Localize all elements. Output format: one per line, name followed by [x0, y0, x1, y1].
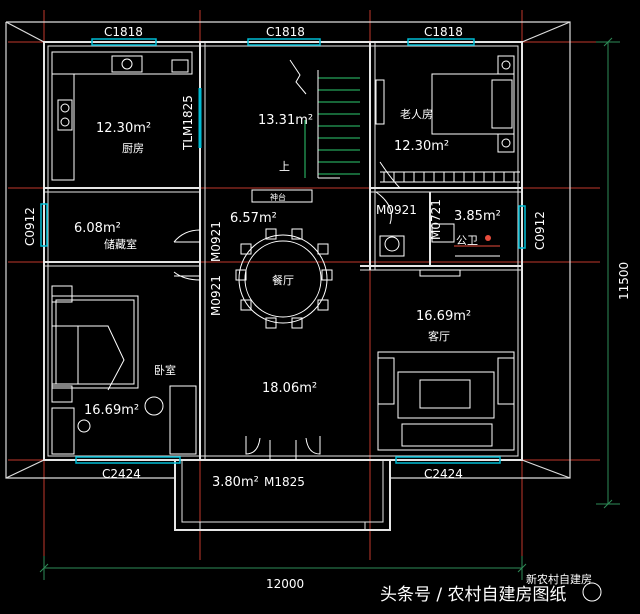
bedroom-name: 卧室	[154, 363, 176, 377]
dining-area: 6.57m²	[230, 211, 277, 226]
kitchen-area: 12.30m²	[96, 121, 151, 136]
storage-name: 储藏室	[104, 237, 137, 251]
door-label-bedroom: M0921	[209, 275, 223, 316]
window-label-top-right: C1818	[424, 25, 463, 39]
bath-name: 公卫	[456, 234, 478, 247]
window-bottom-left	[75, 456, 181, 464]
stair-up-label: 上	[279, 160, 290, 173]
window-right	[518, 205, 526, 249]
bathroom-fixtures	[379, 223, 500, 257]
stair	[289, 59, 360, 179]
window-label-left: C0912	[23, 207, 37, 246]
altar-name: 神台	[270, 192, 286, 202]
bath-area: 3.85m²	[454, 209, 501, 224]
door-label-elder: M0921	[376, 203, 417, 217]
living-furniture	[377, 269, 515, 451]
window-label-bottom-left: C2424	[102, 467, 141, 481]
window-label-top-left: C1818	[104, 25, 143, 39]
doors	[173, 191, 392, 460]
door-label-storage: M0921	[209, 221, 223, 262]
living-name: 客厅	[428, 329, 450, 343]
elder-room-furniture	[375, 55, 520, 189]
bedroom-furniture	[51, 285, 197, 455]
hall-area: 18.06m²	[262, 381, 317, 396]
stair-area: 13.31m²	[258, 113, 313, 128]
dimension-lines	[39, 37, 620, 580]
watermark-text: 头条号 / 农村自建房图纸	[380, 585, 567, 605]
living-area: 16.69m²	[416, 309, 471, 324]
window-left	[40, 203, 48, 247]
roof-outline	[5, 21, 571, 479]
window-top-mid	[247, 38, 321, 46]
window-top-left	[91, 38, 157, 46]
altar-table	[251, 189, 313, 203]
window-bottom-right	[395, 456, 501, 464]
porch-area: 3.80m²	[212, 475, 259, 490]
windows	[40, 38, 526, 464]
window-top-right	[407, 38, 475, 46]
door-label-main: M1825	[264, 475, 305, 489]
walls	[43, 41, 523, 531]
dining-name: 餐厅	[272, 273, 294, 287]
kitchen-furniture	[51, 51, 193, 181]
watermark-logo-text: 新农村自建房	[526, 572, 592, 586]
dimension-height: 11500	[617, 262, 631, 300]
elder-room-name: 老人房	[400, 108, 433, 121]
storage-area: 6.08m²	[74, 221, 121, 236]
window-label-bottom-right: C2424	[424, 467, 463, 481]
dining-set	[235, 228, 333, 329]
watermark-logo-icon	[582, 582, 602, 602]
door-label-kitchen-side: TLM1825	[181, 95, 195, 151]
elder-room-area: 12.30m²	[394, 139, 449, 154]
window-label-top-mid: C1818	[266, 25, 305, 39]
window-label-right: C0912	[533, 211, 547, 250]
door-label-bath: M0721	[429, 199, 443, 240]
dimension-width: 12000	[266, 577, 304, 591]
kitchen-name: 厨房	[122, 142, 144, 155]
bedroom-area: 16.69m²	[84, 403, 139, 418]
